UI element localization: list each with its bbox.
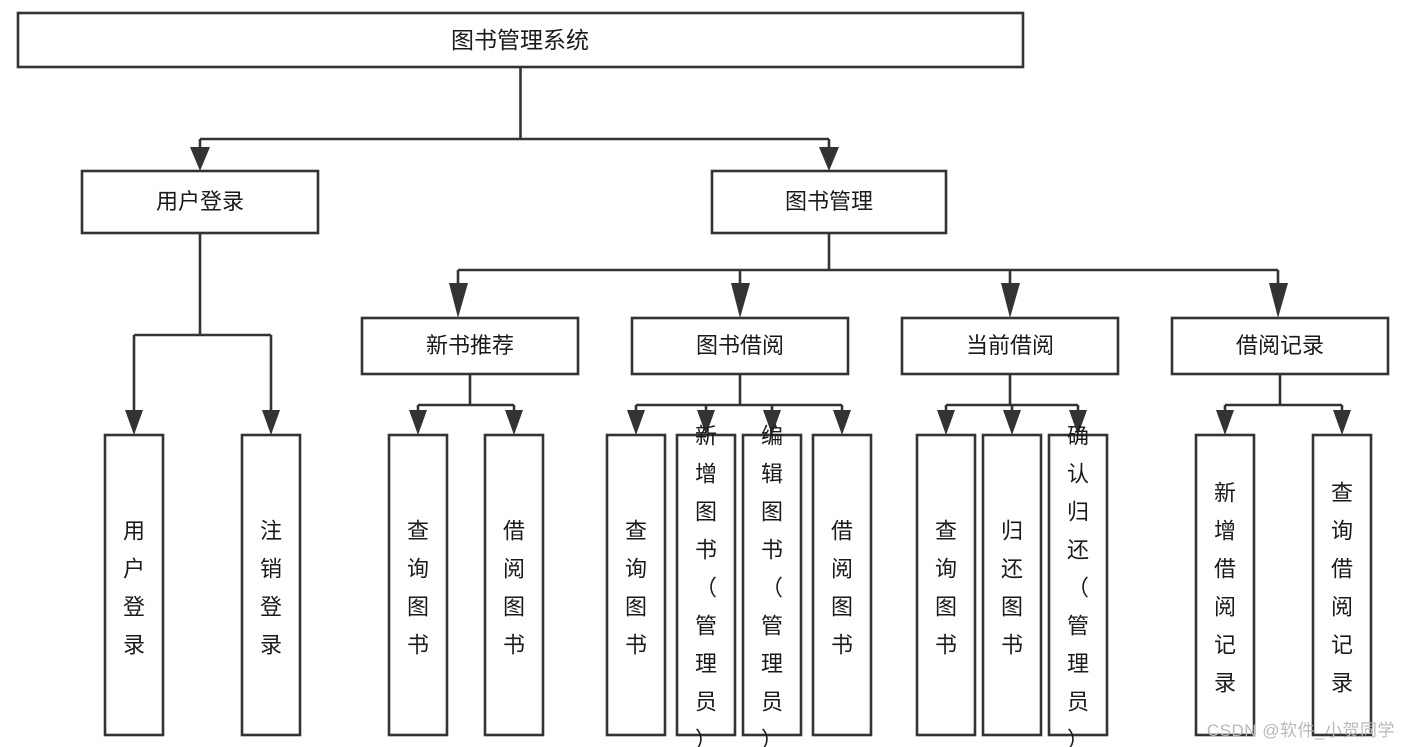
leaf-node-4[interactable]: 借阅图书 [483,433,545,737]
leaf-node-box[interactable] [1311,433,1373,737]
node-new-book-recommend-box[interactable] [360,316,580,376]
leaf-node-12[interactable]: 新增借阅记录 [1194,433,1256,737]
arrow-head-leaf-query-book-3 [937,410,955,435]
leaf-node-box[interactable] [103,433,165,737]
arrow-head-borrow-record [1269,283,1288,318]
arrow-head-user-login [190,147,210,171]
arrow-head-current-borrow [1001,283,1020,318]
node-root-label: 图书管理系统 [451,27,589,53]
leaf-node-label: 归还图书 [1001,519,1023,658]
node-new-book-recommend[interactable]: 新书推荐 [360,316,580,376]
node-current-borrow[interactable]: 当前借阅 [900,316,1120,376]
node-borrow-record-label: 借阅记录 [1236,333,1324,358]
leaf-node-2[interactable]: 注销登录 [240,433,302,737]
leaf-node-box[interactable] [1194,433,1256,737]
leaf-node-box[interactable] [1047,433,1109,737]
leaf-node-8[interactable]: 借阅图书 [811,433,873,737]
node-user-login-box[interactable] [80,169,320,235]
node-book-manage[interactable]: 图书管理 [710,169,948,235]
arrow-head-leaf-confirm-return [1069,410,1087,435]
leaf-node-5[interactable]: 查询图书 [605,433,667,737]
leaf-node-1[interactable]: 用户登录 [103,433,165,737]
leaf-node-box[interactable] [915,433,977,737]
arrow-head-leaf-query-book-2 [627,410,645,435]
leaf-node-box[interactable] [483,433,545,737]
node-borrow-record[interactable]: 借阅记录 [1170,316,1390,376]
leaf-node-3[interactable]: 查询图书 [387,433,449,737]
node-book-borrow[interactable]: 图书借阅 [630,316,850,376]
leaf-node-label: 新增借阅记录 [1214,481,1236,696]
arrow-head-leaf-add-book [697,410,715,435]
leaf-node-label: 确认归还（管理员） [1067,424,1089,747]
leaf-node-7[interactable]: 编辑图书（管理员） [741,424,803,747]
node-book-borrow-label: 图书借阅 [696,333,784,358]
arrow-head-leaf-add-record [1216,410,1234,435]
arrow-head-leaf-borrow-book-1 [505,410,523,435]
leaf-nodes: 用户登录 注销登录 查询图书 借阅图书 查询图书 新增图书（管理员） 编辑图书（管理员） 借阅… [103,424,1373,747]
node-book-borrow-box[interactable] [630,316,850,376]
node-book-manage-box[interactable] [710,169,948,235]
arrow-head-leaf-logout [262,410,280,435]
leaf-node-label: 注销登录 [260,519,282,658]
leaf-node-label: 查询图书 [625,519,647,658]
node-current-borrow-box[interactable] [900,316,1120,376]
leaf-node-label: 借阅图书 [831,519,853,658]
leaf-node-box[interactable] [387,433,449,737]
leaf-node-label: 查询图书 [935,519,957,658]
leaf-node-box[interactable] [240,433,302,737]
leaf-node-label: 查询借阅记录 [1331,481,1353,696]
leaf-node-label: 查询图书 [407,519,429,658]
arrow-head-leaf-borrow-book-2 [833,410,851,435]
leaf-node-13[interactable]: 查询借阅记录 [1311,433,1373,737]
arrow-head-leaf-return-book [1003,410,1021,435]
node-borrow-record-box[interactable] [1170,316,1390,376]
leaf-node-label: 编辑图书（管理员） [761,424,783,747]
arrow-head-leaf-query-book-1 [409,410,427,435]
node-new-book-recommend-label: 新书推荐 [426,333,514,358]
leaf-node-9[interactable]: 查询图书 [915,433,977,737]
arrow-head-leaf-user-login [125,410,143,435]
arrow-head-book-borrow [731,283,750,318]
leaf-node-label: 借阅图书 [503,519,525,658]
node-root-box[interactable] [16,11,1025,69]
node-current-borrow-label: 当前借阅 [966,333,1054,358]
node-user-login[interactable]: 用户登录 [80,169,320,235]
leaf-node-box[interactable] [605,433,667,737]
leaf-node-box[interactable] [811,433,873,737]
leaf-node-10[interactable]: 归还图书 [981,433,1043,737]
leaf-node-box[interactable] [741,433,803,737]
node-book-manage-label: 图书管理 [785,189,873,214]
node-user-login-label: 用户登录 [156,189,244,214]
leaf-node-11[interactable]: 确认归还（管理员） [1047,424,1109,747]
arrow-head-leaf-query-record [1333,410,1351,435]
node-root[interactable]: 图书管理系统 [16,11,1025,69]
arrow-head-leaf-edit-book [763,410,781,435]
leaf-node-label: 新增图书（管理员） [695,424,717,747]
arrow-head-new-book-rec [449,283,468,318]
leaf-node-6[interactable]: 新增图书（管理员） [675,424,737,747]
leaf-node-box[interactable] [981,433,1043,737]
arrow-head-book-manage [819,147,839,171]
leaf-node-label: 用户登录 [123,519,145,658]
leaf-node-box[interactable] [675,433,737,737]
connectors [125,67,1351,435]
